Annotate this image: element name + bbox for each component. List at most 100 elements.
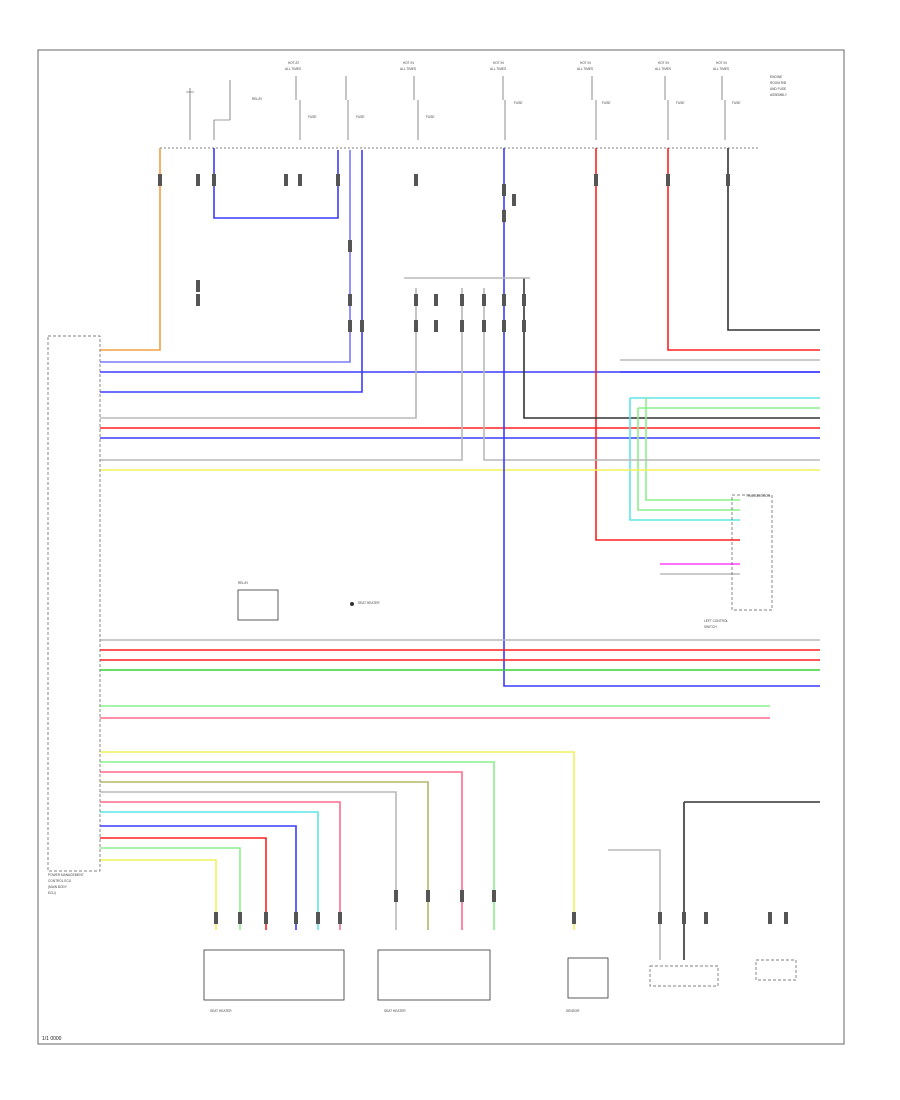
wire-pink-32 — [100, 801, 341, 930]
control-module-label: POWER MANAGEMENT CONTROL ECU (MAIN BODY … — [48, 873, 84, 895]
svg-text:ENGINE: ENGINE — [770, 75, 782, 79]
svg-text:SEAT HEATER: SEAT HEATER — [210, 1009, 232, 1013]
fuses: RELAY FUSE FUSE FUSE FUSE FUSE FUSE FUSE — [186, 76, 741, 140]
connector-pin-20 — [482, 320, 486, 332]
svg-text:ALL TIMES: ALL TIMES — [655, 67, 671, 71]
svg-text:ALL TIMES: ALL TIMES — [285, 67, 301, 71]
connector-pin-39 — [460, 890, 464, 902]
wire-olive-30 — [100, 781, 429, 930]
connector-pin-25 — [502, 320, 506, 332]
svg-text:FUSE: FUSE — [514, 101, 523, 105]
control-module-box — [47, 335, 101, 872]
connector-pin-15 — [434, 294, 438, 306]
wire-grey-7 — [100, 288, 417, 419]
connector-pin-37 — [394, 890, 398, 902]
wire-blue-1 — [213, 148, 339, 219]
wires — [100, 148, 820, 960]
connector-pin-24 — [502, 294, 506, 306]
connector-pin-3 — [196, 294, 200, 306]
wire-grey-38 — [608, 849, 661, 960]
connector-pin-1 — [196, 174, 200, 186]
seat-heater-right: SEAT HEATER — [377, 949, 491, 1013]
connector-pin-27 — [522, 320, 526, 332]
connector-pin-21 — [502, 184, 506, 196]
connector-pin-45 — [768, 912, 772, 924]
connector-pin-4 — [212, 174, 216, 186]
svg-text:SENSOR: SENSOR — [566, 1009, 580, 1013]
wire-lightgreen-36 — [100, 847, 241, 930]
svg-text:ALL TIMES: ALL TIMES — [490, 67, 506, 71]
connector-pin-42 — [658, 912, 662, 924]
connectors — [158, 174, 788, 924]
wire-blue-34 — [100, 825, 297, 930]
svg-text:HOT AT: HOT AT — [288, 61, 299, 65]
wire-red-9 — [667, 148, 820, 351]
svg-text:ROOM R/B: ROOM R/B — [770, 81, 786, 85]
connector-pin-43 — [682, 912, 686, 924]
connector-pin-46 — [784, 912, 788, 924]
svg-text:SWITCH: SWITCH — [704, 625, 717, 629]
svg-text:HOT IN: HOT IN — [658, 61, 669, 65]
svg-text:ECU): ECU) — [48, 891, 56, 895]
connector-pin-38 — [426, 890, 430, 902]
svg-text:FUSE: FUSE — [426, 115, 435, 119]
connector-pin-44 — [704, 912, 708, 924]
wire-pink-29 — [100, 771, 463, 930]
wire-yellow-27 — [100, 751, 575, 930]
center-relay: RELAY SEAT HEATER — [237, 581, 380, 621]
svg-text:CONTROL ECU: CONTROL ECU — [48, 879, 72, 883]
connector-pin-17 — [460, 294, 464, 306]
svg-text:FUSE: FUSE — [602, 101, 611, 105]
wire-orange-0 — [100, 148, 161, 351]
svg-text:FUSE: FUSE — [356, 115, 365, 119]
connector-pin-35 — [316, 912, 320, 924]
wire-lightblue-2 — [100, 150, 351, 363]
svg-text:RELAY: RELAY — [252, 97, 263, 101]
wire-yellow-37 — [100, 859, 217, 930]
connector-pin-16 — [434, 320, 438, 332]
svg-text:(MAIN BODY: (MAIN BODY — [48, 885, 68, 889]
connector-pin-36 — [338, 912, 342, 924]
wire-lightgreen-16 — [645, 398, 740, 501]
connector-pin-33 — [264, 912, 268, 924]
connector-pin-41 — [572, 912, 576, 924]
connector-pin-6 — [298, 174, 302, 186]
svg-text:ASSEMBLY: ASSEMBLY — [770, 93, 788, 97]
seat-heater-left: SEAT HEATER — [203, 949, 345, 1013]
svg-text:ALL TIMES: ALL TIMES — [713, 67, 729, 71]
wire-grey-19 — [483, 288, 820, 461]
svg-text:SEAT HEATER: SEAT HEATER — [384, 1009, 406, 1013]
svg-text:SEAT HEATER: SEAT HEATER — [358, 601, 380, 605]
svg-text:AND FUSE: AND FUSE — [770, 87, 786, 91]
transmission-module-box — [731, 494, 773, 611]
connector-pin-32 — [238, 912, 242, 924]
svg-text:RELAY: RELAY — [238, 581, 249, 585]
connector-pin-22 — [502, 210, 506, 222]
connector-pin-31 — [214, 912, 218, 924]
wire-black-10 — [727, 148, 820, 331]
svg-text:POWER MANAGEMENT: POWER MANAGEMENT — [48, 873, 84, 877]
wire-grey-31 — [100, 791, 397, 930]
wire-lightgreen-28 — [100, 761, 495, 930]
connector-pin-11 — [348, 320, 352, 332]
wire-red-8 — [595, 148, 740, 541]
transmission-module-label: TRANSMISSION LEFT CONTROL SWITCH — [704, 494, 771, 629]
svg-text:FUSE: FUSE — [732, 101, 741, 105]
seat-switch-right — [755, 959, 797, 981]
diagram-code: 1/1 0000 — [42, 1036, 62, 1042]
temperature-sensor: SENSOR — [566, 957, 609, 1013]
connector-pin-18 — [460, 320, 464, 332]
connector-pin-10 — [360, 320, 364, 332]
svg-text:FUSE: FUSE — [676, 101, 685, 105]
svg-text:HOT IN: HOT IN — [403, 61, 414, 65]
wire-blue-20 — [503, 148, 820, 687]
connector-pin-34 — [294, 912, 298, 924]
svg-text:HOT IN: HOT IN — [493, 61, 504, 65]
connector-pin-12 — [414, 174, 418, 186]
connector-pin-5 — [284, 174, 288, 186]
connector-pin-23 — [512, 194, 516, 206]
seat-switch-left — [649, 965, 719, 987]
wire-grey-17 — [100, 288, 463, 461]
diagram-frame — [37, 49, 845, 1045]
